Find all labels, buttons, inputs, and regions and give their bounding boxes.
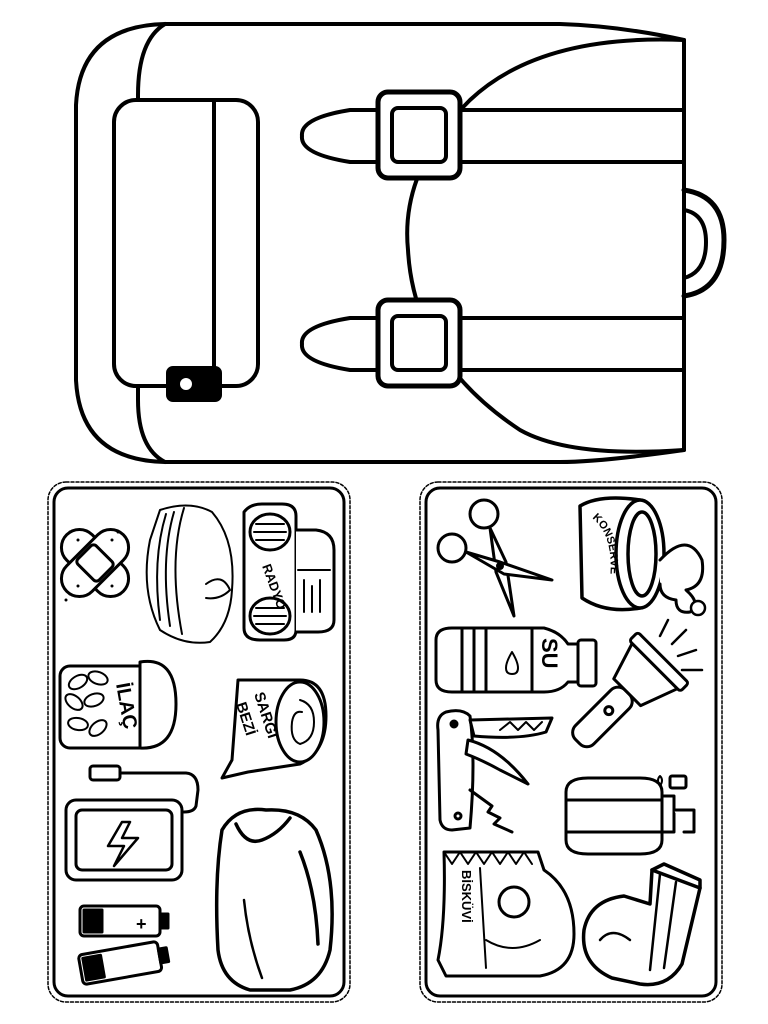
- power-bank-icon: [64, 764, 200, 882]
- medicine-jar-icon: İLAÇ: [58, 659, 178, 750]
- pocket-knife-icon: [436, 709, 554, 834]
- folded-cloth-icon: [145, 504, 234, 644]
- biscuit-bag-icon: BİSKÜVİ: [436, 850, 576, 978]
- right-item-panel: [419, 481, 723, 1003]
- bandage-icon: [59, 527, 131, 602]
- biscuit-label: BİSKÜVİ: [459, 870, 474, 923]
- battery-plus-sign: +: [136, 914, 147, 934]
- soap-dispenser-icon: [564, 774, 696, 856]
- battery-minus-sign: −: [89, 958, 103, 980]
- scissors-icon: [436, 498, 554, 618]
- backpack-icon: [74, 22, 727, 464]
- canned-food-icon: KONSERVE: [578, 496, 707, 617]
- water-label: SU: [537, 638, 562, 669]
- left-item-panel: [47, 481, 351, 1003]
- gauze-roll-icon: SARGI BEZİ: [220, 678, 328, 780]
- water-bottle-icon: SU: [434, 626, 598, 694]
- batteries-icon: + −: [77, 904, 171, 986]
- blanket-icon: [214, 807, 334, 992]
- radio-icon: RADYO: [242, 502, 336, 642]
- whistle-icon: [581, 862, 702, 987]
- flashlight-icon: [571, 618, 704, 749]
